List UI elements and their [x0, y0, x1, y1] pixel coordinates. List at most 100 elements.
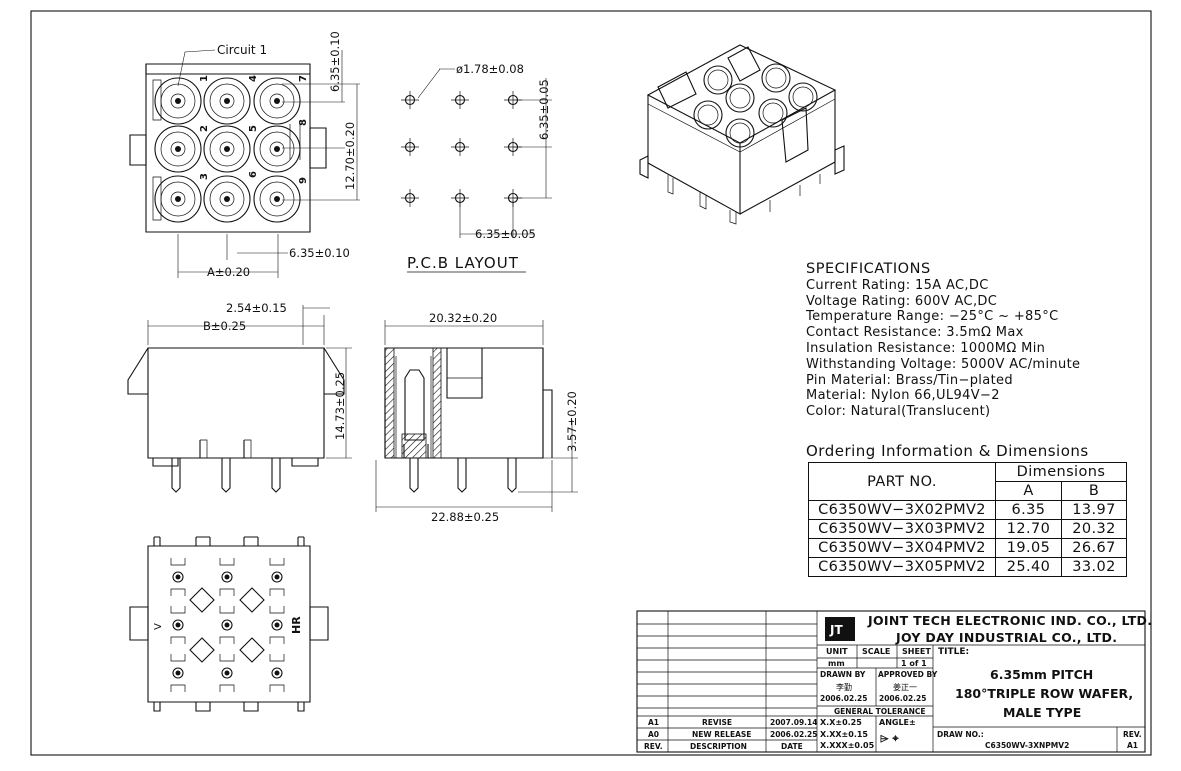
contact-cavity — [253, 175, 301, 223]
part-no-cell: C6350WV−3X04PMV2 — [808, 538, 996, 558]
circuit-label: Circuit 1 — [217, 43, 267, 57]
company-name-1: JOINT TECH ELECTRONIC IND. CO., LTD. — [868, 613, 1153, 628]
dim-span-v: 12.70±0.20 — [343, 122, 357, 190]
contact-cavity — [203, 77, 251, 125]
part-no-cell: C6350WV−3X02PMV2 — [808, 500, 996, 520]
tol-3: X.XXX±0.05 — [820, 741, 875, 750]
drawn-date: 2006.02.25 — [820, 694, 868, 703]
contact-ring — [209, 181, 245, 217]
ordering-table: PART NO. Dimensions A B C6350WV−3X02PMV2… — [808, 462, 1127, 577]
spec-line: Withstanding Voltage: 5000V AC/minute — [806, 356, 1081, 372]
contact-pin — [170, 191, 186, 207]
contact-ring — [259, 83, 295, 119]
pin-standoff — [269, 588, 285, 596]
contact-pin-center — [224, 146, 230, 152]
unit-label: UNIT — [826, 647, 848, 656]
pin-outline — [221, 571, 233, 583]
spec-title: SPECIFICATIONS — [806, 261, 931, 277]
contact-ring — [160, 181, 196, 217]
title-block: JT — [636, 610, 1146, 753]
contact-pin-center — [175, 196, 181, 202]
revision-rev: A0 — [648, 730, 660, 739]
description-header: DESCRIPTION — [690, 742, 747, 751]
angle-label: ANGLE± — [879, 718, 916, 727]
approved-date: 2006.02.25 — [879, 694, 927, 703]
isometric-view — [639, 44, 845, 225]
rev-header: REV. — [644, 742, 663, 751]
pin-number-3: 3 — [199, 173, 210, 180]
pin-standoff — [219, 588, 235, 596]
rev-label: REV. — [1123, 730, 1142, 739]
pin-standoff — [170, 606, 186, 614]
pin-number-4: 4 — [248, 75, 259, 82]
title-label: TITLE: — [938, 647, 970, 657]
table-row: C6350WV−3X03PMV2 12.70 20.32 — [808, 519, 1127, 539]
dim-a-cell: 25.40 — [995, 557, 1062, 577]
dim-22-88: 22.88±0.25 — [431, 510, 499, 524]
spec-line: Voltage Rating: 600V AC,DC — [806, 293, 998, 309]
section-view: 20.32±0.20 3.57±0.20 22.88±0.25 — [375, 311, 579, 524]
spec-line: Temperature Range: −25°C ~ +85°C — [806, 309, 1059, 325]
spec-line: Insulation Resistance: 1000MΩ Min — [806, 340, 1046, 356]
pin-standoff — [170, 636, 186, 644]
scale-label: SCALE — [862, 647, 891, 656]
pin-standoff — [269, 654, 285, 662]
projection-symbol-icon: ⌲ ⌖ — [880, 732, 899, 745]
dim-b-cell: 33.02 — [1061, 557, 1127, 577]
contact-cavity — [203, 125, 251, 173]
spec-line: Current Rating: 15A AC,DC — [806, 277, 989, 293]
pin-center — [274, 574, 280, 580]
contact-pin — [219, 191, 235, 207]
diamond-key — [189, 587, 215, 613]
contact-pin — [269, 141, 285, 157]
header-b: B — [1061, 481, 1127, 501]
pin-center — [175, 622, 181, 628]
pin-outline — [271, 619, 283, 631]
dim-a-cell: 12.70 — [995, 519, 1062, 539]
dim-b-cell: 20.32 — [1061, 519, 1127, 539]
contact-cavity — [154, 175, 202, 223]
diamond-key — [239, 637, 265, 663]
contact-cavity — [154, 77, 202, 125]
unit-value: mm — [828, 659, 845, 668]
contact-cavity — [253, 125, 301, 173]
pcb-hole-dim: ø1.78±0.08 — [456, 62, 524, 76]
pin-standoff — [170, 684, 186, 692]
contact-pin — [219, 141, 235, 157]
pin-standoff — [170, 558, 186, 566]
revision-desc: NEW RELEASE — [692, 730, 752, 739]
contact-pin-center — [175, 146, 181, 152]
pin-outline — [172, 571, 184, 583]
spec-line: Material: Nylon 66,UL94V−2 — [806, 388, 1000, 404]
title-line-2: 180°TRIPLE ROW WAFER, — [955, 686, 1134, 701]
pin-standoff — [269, 684, 285, 692]
dim-b-cell: 13.97 — [1061, 500, 1127, 520]
title-line-3: MALE TYPE — [1003, 705, 1082, 720]
revision-rev: A1 — [648, 718, 660, 727]
part-no-cell: C6350WV−3X03PMV2 — [808, 519, 996, 539]
pin-standoff — [219, 636, 235, 644]
contact-pin — [219, 93, 235, 109]
table-row: C6350WV−3X05PMV2 25.40 33.02 — [808, 557, 1127, 577]
bottom-view: V HR — [129, 536, 329, 712]
contact-pin-center — [224, 196, 230, 202]
pin-center — [224, 574, 230, 580]
pin-outline — [221, 667, 233, 679]
pcb-pitch-h: 6.35±0.05 — [475, 227, 536, 241]
dim-2-54: 2.54±0.15 — [226, 301, 287, 315]
side-view: 2.54±0.15 B±0.25 14.73±0.25 — [127, 301, 352, 493]
sheet-label: SHEET — [902, 647, 931, 656]
dim-a: A±0.20 — [207, 265, 250, 279]
contact-pin-center — [224, 98, 230, 104]
pin-number-1: 1 — [199, 75, 210, 82]
sheet-value: 1 of 1 — [901, 659, 927, 668]
diamond-key — [189, 637, 215, 663]
polarity-v: V — [153, 623, 164, 630]
pin-outline — [271, 667, 283, 679]
drawn-by-label: DRAWN BY — [820, 670, 866, 679]
table-row: C6350WV−3X04PMV2 19.05 26.67 — [808, 538, 1127, 558]
drawn-by: 李勤 — [836, 683, 852, 692]
specifications: SPECIFICATIONS Current Rating: 15A AC,DC… — [806, 261, 1081, 420]
diamond-key — [239, 587, 265, 613]
